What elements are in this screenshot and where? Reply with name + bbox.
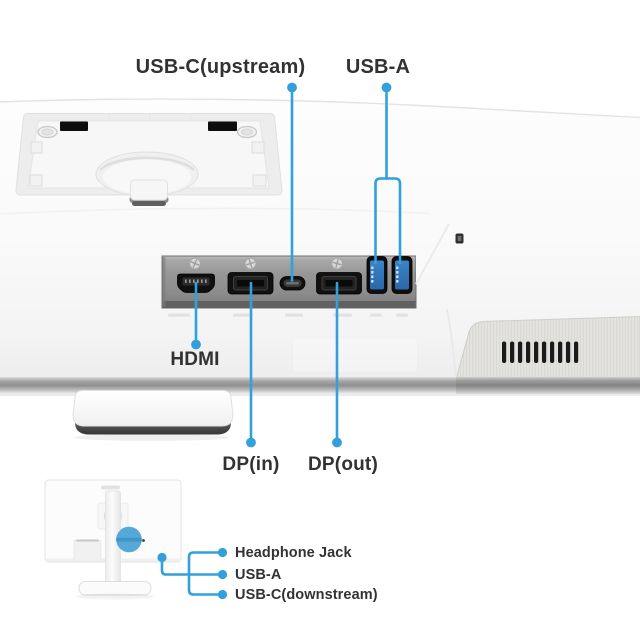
speaker-vent-region: [446, 308, 640, 381]
usb-c-port: [279, 276, 306, 291]
callout-dot-headphone: [217, 547, 228, 558]
speaker-vents: [502, 341, 579, 363]
callout-dot-usb-c-upstream: [287, 82, 297, 93]
casing-seam-line: [415, 223, 450, 285]
label-headphone-jack: Headphone Jack: [235, 545, 352, 561]
vesa-mount-recess: [15, 113, 283, 206]
label-usb-a-bottom: USB-A: [235, 566, 282, 583]
callout-dot-hdmi: [191, 339, 201, 350]
callout-dots: [157, 82, 392, 600]
callout-dot-dp-out: [332, 437, 342, 448]
label-dp-in: DP(in): [222, 454, 280, 475]
mini-monitor-illustration: [44, 479, 182, 600]
side-port-highlight-circle: [116, 526, 142, 553]
stand-mount-bowl: [95, 151, 199, 197]
monitor-bottom-edge: [0, 377, 640, 394]
label-usb-c-downstream: USB-C(downstream): [235, 587, 378, 603]
callout-line-side-usb-a: [160, 560, 220, 576]
callout-bracket-usb-a: [374, 177, 402, 265]
callout-dot-usb-c-downstream: [217, 589, 228, 600]
screw-hole-left: [37, 125, 58, 139]
mini-port-recess: [73, 540, 102, 562]
stand-base: [72, 390, 234, 441]
callout-bracket-side: [187, 551, 220, 596]
label-usb-c-upstream: USB-C(upstream): [135, 56, 306, 78]
panel-screw-1: [188, 257, 202, 270]
panel-screw-3: [330, 257, 344, 270]
usb-a-port-2: [391, 256, 413, 294]
callout-dot-side-panel: [157, 552, 167, 563]
vesa-slot-left: [60, 121, 88, 131]
label-dp-out: DP(out): [308, 454, 378, 475]
top-edge-line: [0, 98, 640, 119]
callout-dot-usb-a-top: [381, 82, 392, 93]
vesa-slot-right: [208, 121, 237, 131]
callout-dot-dp-in: [246, 437, 256, 448]
usb-a-port-1: [366, 256, 388, 294]
side-port-dot: [142, 539, 145, 542]
callout-lines: [160, 91, 402, 596]
screw-hole-right: [236, 125, 258, 139]
panel-screw-2: [244, 257, 257, 270]
brand-logo-mark: [101, 485, 120, 490]
displayport-out-port: [316, 272, 362, 295]
port-panel: [161, 223, 450, 309]
chin-seam: [292, 338, 418, 372]
label-usb-a-top: USB-A: [345, 56, 411, 78]
mini-stand-base: [76, 581, 154, 600]
kensington-lock-slot: [455, 233, 464, 244]
callout-dot-side-usb-a: [217, 569, 228, 580]
stand-release-clip: [129, 179, 169, 206]
label-hdmi: HDMI: [170, 349, 220, 370]
